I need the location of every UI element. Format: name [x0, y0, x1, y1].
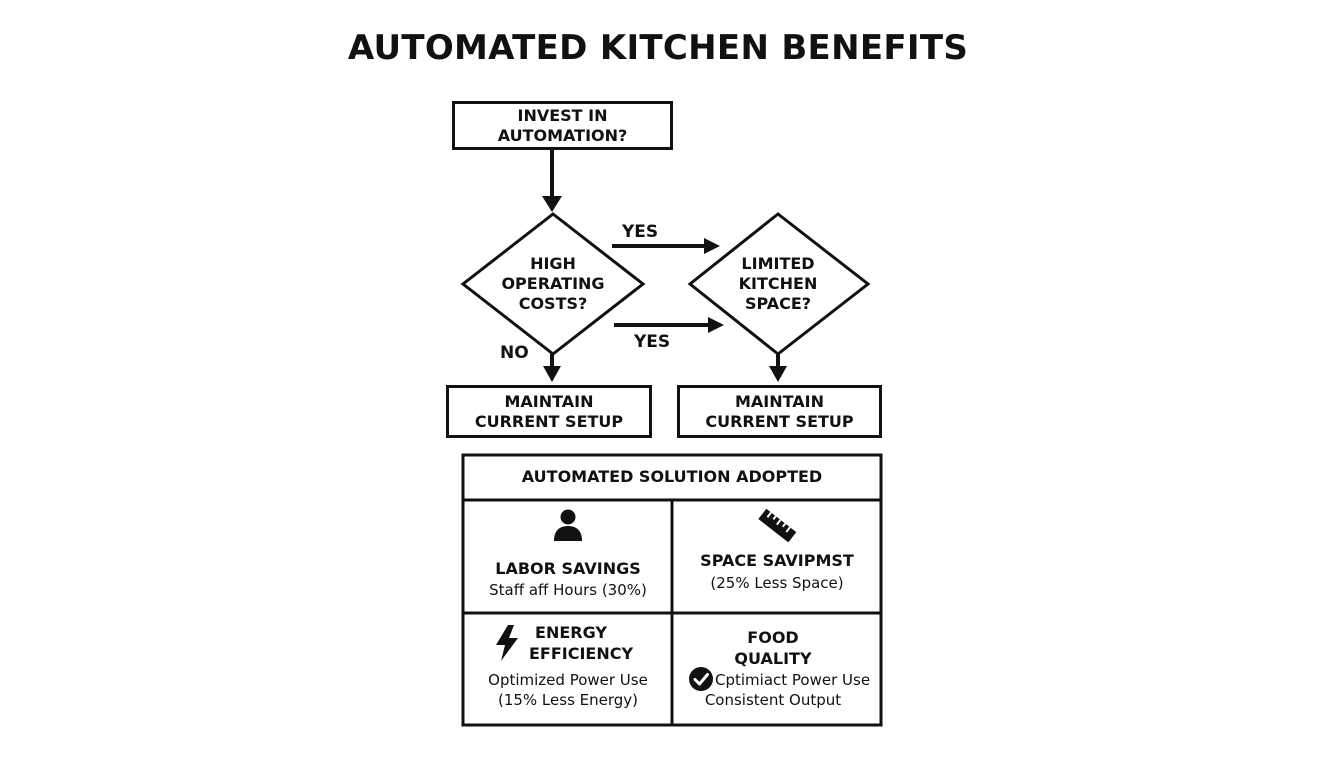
arrow-start-to-costs-head — [542, 196, 562, 212]
benefit-food-title-1: FOOD — [747, 628, 799, 647]
edge-label-yes-lower: YES — [634, 332, 671, 352]
lightning-icon — [496, 625, 518, 661]
outcome-left-box: MAINTAIN CURRENT SETUP — [446, 385, 652, 438]
decision-2-line-2: KITCHEN — [738, 274, 818, 293]
start-box-label: INVEST IN AUTOMATION? — [497, 105, 628, 145]
page-title: AUTOMATED KITCHEN BENEFITS — [347, 28, 969, 68]
decision-2-text: LIMITED KITCHEN SPACE? — [708, 244, 848, 324]
outcome-right-line-2: CURRENT SETUP — [705, 411, 854, 431]
benefit-energy-efficiency: ENERGY EFFICIENCY Optimized Power Use (1… — [466, 616, 670, 724]
benefit-food-sub-2: Consistent Output — [704, 691, 842, 709]
benefit-energy-title-2: EFFICIENCY — [528, 644, 634, 663]
benefit-food-sub-1: Cptimiact Power Use — [715, 671, 871, 689]
arrow-yes-upper-head — [704, 238, 720, 254]
outcome-left-line-2: CURRENT SETUP — [474, 411, 624, 431]
benefit-food-title-2: QUALITY — [734, 649, 812, 668]
decision-1-line-1: HIGH — [530, 254, 576, 273]
arrow-costs-down-head — [543, 366, 561, 382]
decision-2-line-3: SPACE? — [744, 294, 812, 313]
arrow-yes-lower-head — [708, 317, 724, 333]
arrow-space-down-head — [769, 366, 787, 382]
edge-label-no: NO — [500, 343, 529, 363]
decision-1-line-2: OPERATING — [501, 274, 605, 293]
decision-1-text: HIGH OPERATING COSTS? — [483, 244, 623, 324]
benefit-labor-title: LABOR SAVINGS — [495, 559, 641, 578]
benefit-labor-sub: Staff aff Hours (30%) — [489, 581, 647, 599]
outcome-right-box: MAINTAIN CURRENT SETUP — [677, 385, 882, 438]
benefit-space-title: SPACE SAVIPMST — [700, 551, 854, 570]
benefit-energy-sub-1: Optimized Power Use — [488, 671, 648, 689]
benefit-energy-sub-2: (15% Less Energy) — [497, 691, 639, 709]
decision-1-line-3: COSTS? — [518, 294, 588, 313]
benefit-energy-title-1: ENERGY — [535, 623, 607, 642]
ruler-icon — [758, 508, 797, 543]
outcome-right-line-1: MAINTAIN — [734, 391, 825, 411]
solution-header: AUTOMATED SOLUTION ADOPTED — [521, 467, 823, 486]
benefit-space-savings: SPACE SAVIPMST (25% Less Space) — [675, 506, 879, 593]
start-box: INVEST IN AUTOMATION? — [452, 101, 673, 150]
benefit-space-sub: (25% Less Space) — [710, 574, 844, 592]
check-circle-icon — [689, 667, 713, 691]
benefit-labor-savings: LABOR SAVINGS Staff aff Hours (30%) — [466, 508, 670, 600]
decision-2-line-1: LIMITED — [741, 254, 815, 273]
outcome-left-line-1: MAINTAIN — [504, 391, 594, 411]
edge-label-yes-upper: YES — [622, 222, 659, 242]
person-icon — [554, 509, 582, 541]
benefit-food-quality: FOOD QUALITY Cptimiact Power Use Consist… — [675, 616, 879, 724]
